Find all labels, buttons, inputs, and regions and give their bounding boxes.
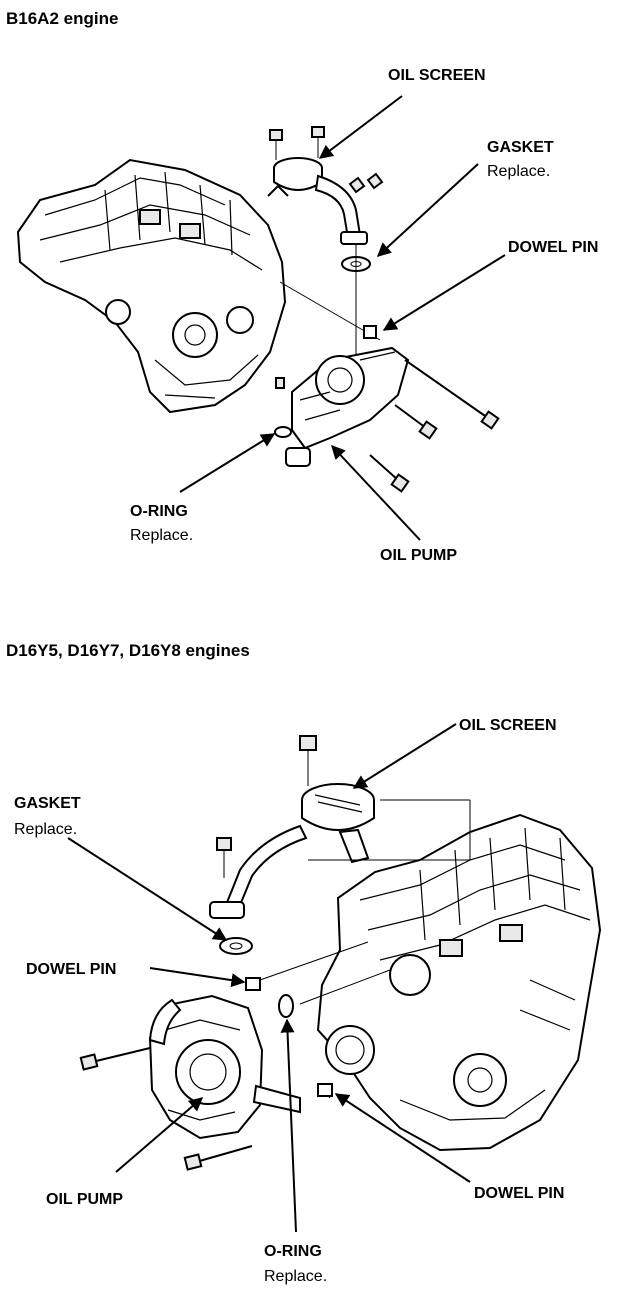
oil-screen-label: OIL SCREEN — [459, 717, 557, 734]
o-ring-illustration — [274, 426, 292, 438]
section-d16y: D16Y5, D16Y7, D16Y8 engines — [6, 641, 602, 1285]
dowel-pin-illustration — [363, 325, 377, 339]
oil-screen-label: OIL SCREEN — [388, 67, 486, 84]
o-ring-illustration — [278, 994, 294, 1018]
oil-pump-illustration — [275, 346, 410, 467]
o-ring-label: O-RING — [130, 503, 188, 520]
pickup-tube-illustration — [209, 824, 308, 919]
engine-block-illustration — [316, 813, 602, 1152]
gasket-note: Replace. — [487, 163, 550, 180]
oil-screen-illustration — [299, 735, 375, 864]
oil-pump-illustration — [148, 994, 301, 1140]
bolt-illustrations — [79, 1047, 253, 1171]
gasket-label: GASKET — [487, 139, 554, 156]
section-title: B16A2 engine — [6, 9, 118, 28]
bolt-illustrations — [369, 359, 500, 493]
gasket-illustration — [219, 937, 253, 955]
dowel-pin-right-illustration — [317, 1083, 333, 1097]
oil-screen-illustration — [267, 126, 384, 245]
o-ring-label: O-RING — [264, 1243, 322, 1260]
dowel-pin-label: DOWEL PIN — [508, 239, 598, 256]
oil-pump-label: OIL PUMP — [46, 1191, 123, 1208]
section-title: D16Y5, D16Y7, D16Y8 engines — [6, 641, 250, 660]
dowel-pin-label-right: DOWEL PIN — [474, 1185, 564, 1202]
dowel-pin-left-illustration — [245, 977, 261, 991]
o-ring-note: Replace. — [130, 527, 193, 544]
section-b16a2: B16A2 engine — [6, 9, 598, 564]
o-ring-note: Replace. — [264, 1268, 327, 1285]
gasket-label: GASKET — [14, 795, 81, 812]
gasket-note: Replace. — [14, 821, 77, 838]
dowel-pin-label-left: DOWEL PIN — [26, 961, 116, 978]
engine-block-illustration — [16, 158, 287, 414]
oil-pump-label: OIL PUMP — [380, 547, 457, 564]
